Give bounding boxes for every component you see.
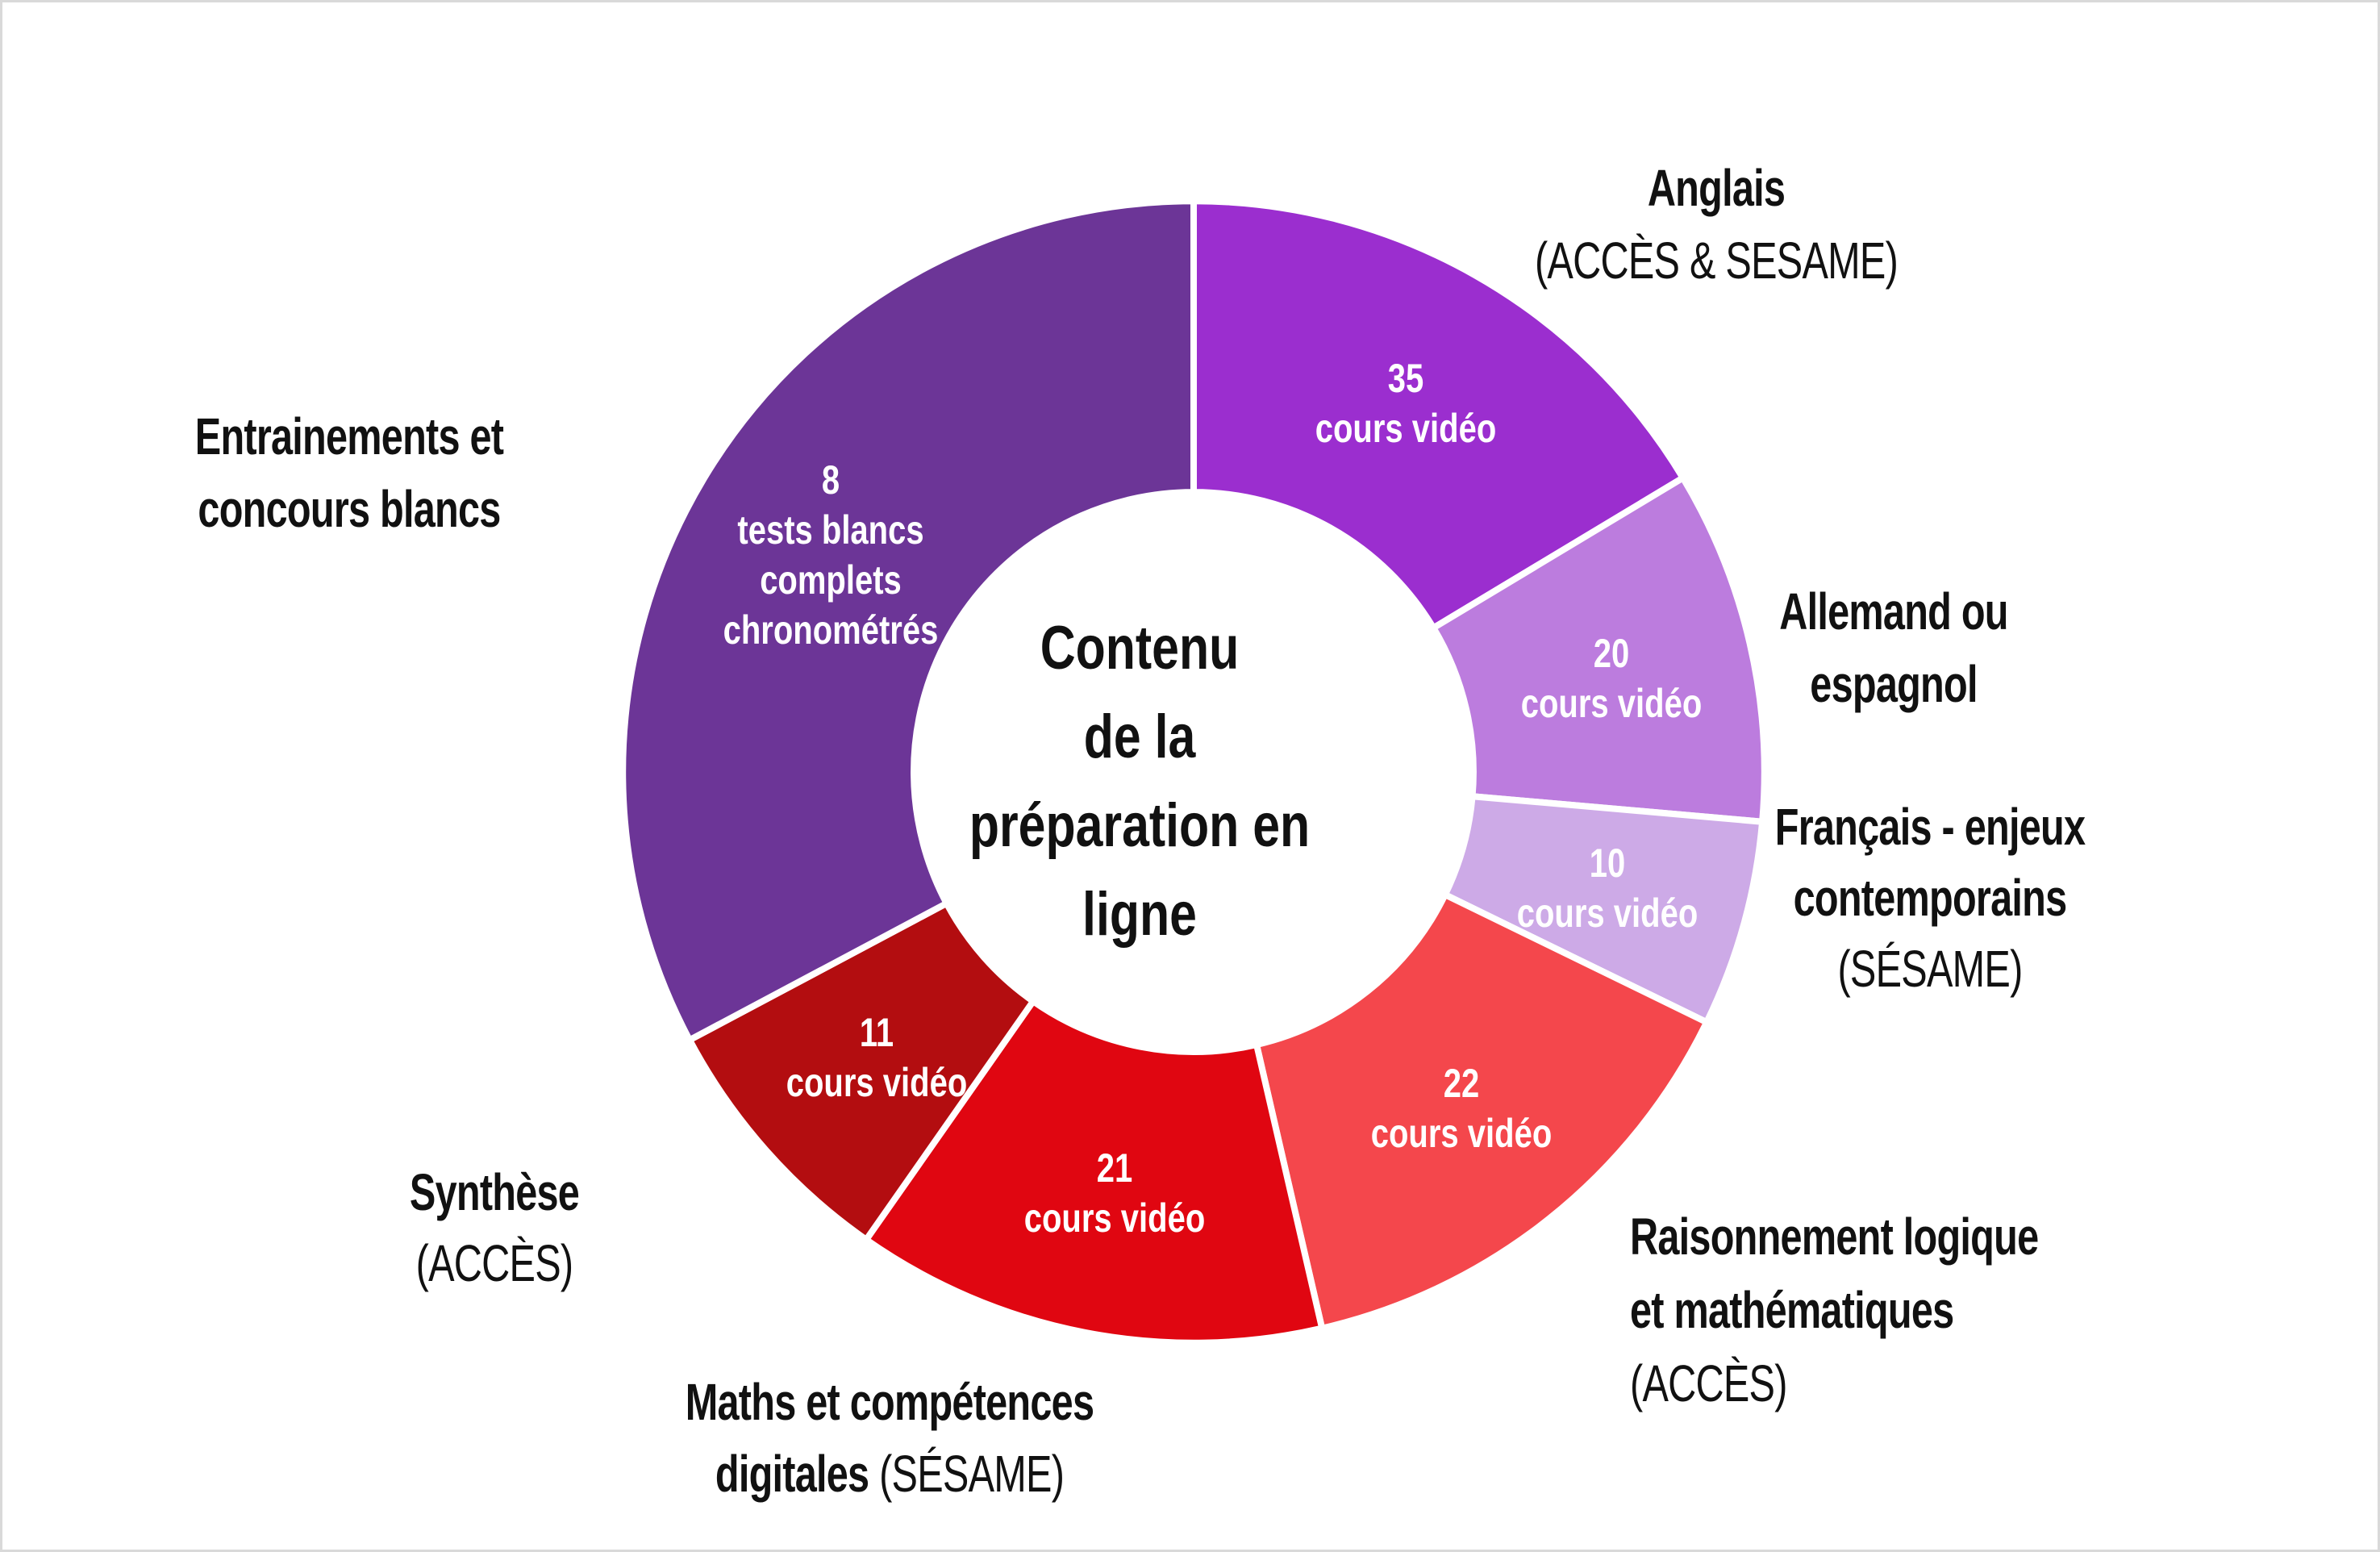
label-raisonnement: Raisonnement logique et mathématiques (A… <box>1630 1200 2039 1421</box>
segment-value-line: cours vidéo <box>1315 406 1497 451</box>
label-raisonnement-subtitle: (ACCÈS) <box>1630 1354 1787 1412</box>
donut-segment-3 <box>1253 891 1711 1332</box>
segment-value-line: cours vidéo <box>1370 1111 1553 1156</box>
segment-value-label-0: 35 cours vidéo <box>1315 353 1497 453</box>
label-francais-line2: contemporains <box>1793 869 2068 927</box>
segment-value-line: cours vidéo <box>786 1060 968 1105</box>
label-entrainements-line2: concours blancs <box>198 480 501 538</box>
label-raisonnement-line1: Raisonnement logique <box>1630 1208 2039 1266</box>
label-allemand-line2: espagnol <box>1810 655 1978 713</box>
center-title-line: de la <box>1083 703 1196 771</box>
label-anglais: Anglais (ACCÈS & SESAME) <box>1534 152 1899 297</box>
segment-value-label-1: 20 cours vidéo <box>1521 628 1703 728</box>
segment-value-line: 20 <box>1593 631 1630 676</box>
label-allemand-line1: Allemand ou <box>1779 582 2008 640</box>
segment-value-line: cours vidéo <box>1023 1195 1206 1241</box>
segment-value-label-3: 22 cours vidéo <box>1371 1058 1553 1158</box>
segment-value-line: 11 <box>859 1010 894 1055</box>
label-maths-line2-bold: digitales <box>715 1445 869 1503</box>
donut-segment-6 <box>619 198 1197 1044</box>
segment-value-line: 10 <box>1589 841 1626 886</box>
label-anglais-title: Anglais <box>1647 159 1786 217</box>
label-francais-subtitle: (SÉSAME) <box>1837 940 2023 998</box>
label-allemand: Allemand ou espagnol <box>1779 575 2008 720</box>
label-raisonnement-line2: et mathématiques <box>1630 1281 1954 1339</box>
donut-segment-5 <box>686 899 1036 1243</box>
segment-value-line: 35 <box>1387 356 1424 401</box>
label-maths-line1: Maths et compétences <box>685 1373 1094 1431</box>
segment-value-label-2: 10 cours vidéo <box>1517 838 1699 938</box>
center-title-line: préparation en <box>969 791 1311 860</box>
donut-segment-1 <box>1430 474 1768 825</box>
chart-center-title: Contenu de la préparation en ligne <box>969 604 1310 959</box>
segment-value-line: complets <box>760 557 902 603</box>
segment-value-line: chronométrés <box>723 607 939 653</box>
label-anglais-subtitle: (ACCÈS & SESAME) <box>1534 232 1899 290</box>
center-title-line: ligne <box>1082 880 1197 949</box>
segment-value-line: cours vidéo <box>1516 891 1699 936</box>
label-maths-subtitle: (SÉSAME) <box>879 1445 1065 1503</box>
donut-segment-0 <box>1190 198 1686 632</box>
label-entrainements: Entrainements et concours blancs <box>194 400 504 545</box>
label-synthese-subtitle: (ACCÈS) <box>415 1234 573 1292</box>
donut-segment-4 <box>863 998 1326 1346</box>
label-synthese: Synthèse (ACCÈS) <box>409 1157 580 1299</box>
label-francais-line1: Français - enjeux <box>1774 798 2086 856</box>
segment-value-label-5: 11 cours vidéo <box>786 1008 968 1108</box>
label-entrainements-line1: Entrainements et <box>194 407 504 465</box>
label-synthese-title: Synthèse <box>409 1163 580 1221</box>
center-title-line: Contenu <box>1040 614 1240 682</box>
segment-value-line: 22 <box>1443 1061 1480 1106</box>
segment-value-line: 8 <box>821 457 840 503</box>
segment-value-line: 21 <box>1096 1145 1133 1191</box>
segment-value-line: tests blancs <box>737 507 924 553</box>
label-maths: Maths et compétences digitales (SÉSAME) <box>686 1366 1094 1510</box>
label-maths-line2: digitales (SÉSAME) <box>686 1438 1094 1510</box>
segment-value-line: cours vidéo <box>1520 681 1703 726</box>
label-francais: Français - enjeux contemporains (SÉSAME) <box>1774 791 2086 1004</box>
